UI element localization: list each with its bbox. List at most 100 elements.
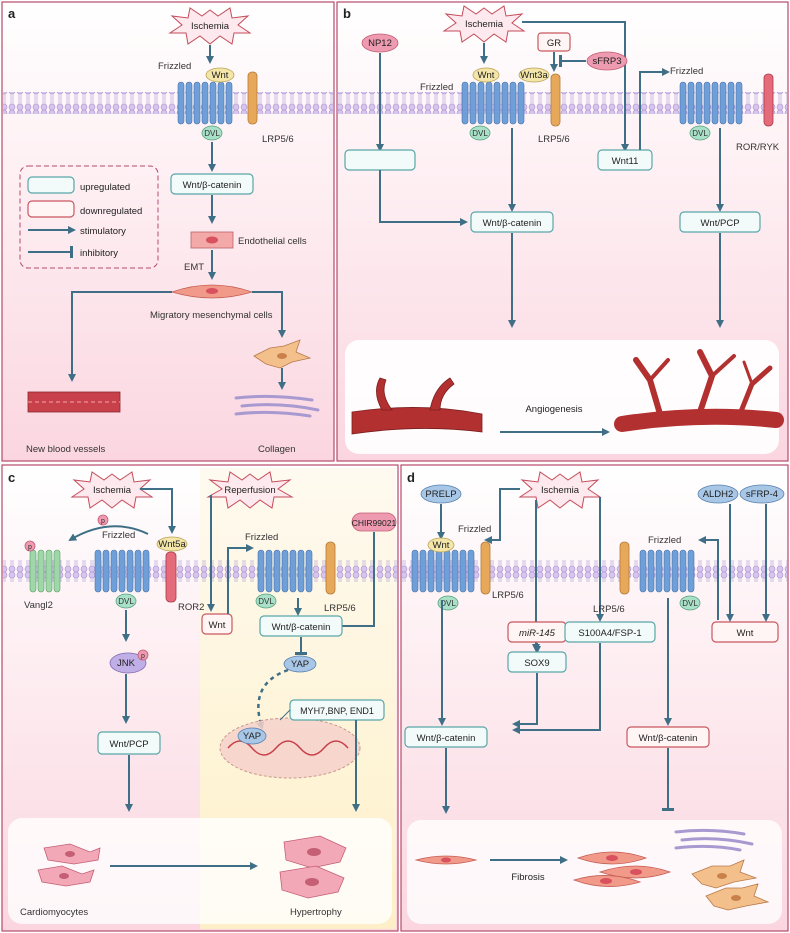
panel-a-letter: a (8, 6, 16, 21)
reperfusion-burst (206, 471, 294, 509)
ror-ryk-label: ROR/RYK (736, 142, 780, 153)
dvl-label-a: DVL (204, 129, 220, 138)
wnt11-box (597, 149, 653, 171)
myofibroblast-cluster-icon (572, 851, 672, 887)
frizzled-label-c2: Frizzled (245, 532, 278, 543)
chir99021-badge (351, 512, 397, 532)
lrp-label-d1: LRP5/6 (492, 590, 524, 601)
arrow-c-ischemia (140, 488, 176, 534)
vessels-label: New blood vessels (26, 444, 105, 455)
hypertrophy-label: Hypertrophy (290, 907, 342, 918)
lrp-coreceptor-a (247, 71, 258, 125)
np12-badge (361, 33, 399, 53)
phospho-label-c3: p (141, 653, 145, 660)
phospho-label-c1: p (101, 518, 105, 525)
ischemia-burst-b (442, 5, 526, 43)
aldh2-badge (697, 484, 739, 504)
yap-label-cytoplasm: YAP (291, 659, 309, 670)
dvl-label-c1: DVL (118, 597, 134, 606)
dvl-b1 (469, 125, 491, 141)
gr-box (537, 32, 571, 52)
dvl-c1 (115, 593, 137, 609)
arrow-d-wnt-fz (698, 536, 719, 620)
dvl-label-b1: DVL (472, 129, 488, 138)
arrow-c-phos (68, 525, 149, 542)
wnt-betacatenin-box-d1 (404, 726, 488, 748)
endothelial-nucleus (206, 236, 218, 244)
legend-up-swatch (27, 176, 75, 194)
fibroblast-icons-d (691, 859, 770, 911)
frizzled-label-d1: Frizzled (458, 524, 491, 535)
wnt-box-d (711, 621, 779, 643)
sfrp4-label: sFRP-4 (746, 489, 778, 500)
frizzled-label-c1: Frizzled (102, 530, 135, 541)
wnt-ligand-b (472, 67, 500, 83)
jnk-label: JNK (117, 658, 136, 669)
frizzled-receptor-a (177, 81, 233, 125)
ischemia-label-d: Ischemia (541, 485, 580, 496)
mesenchymal-nucleus (206, 288, 218, 294)
wnt-label-b: Wnt (478, 70, 495, 81)
arrow-b-wnt11 (522, 21, 629, 152)
wnt-betacatenin-box-b (470, 211, 554, 233)
reperfusion-label: Reperfusion (224, 485, 275, 496)
emt-label: EMT (184, 262, 204, 273)
wnt5a-label: Wnt5a (158, 539, 186, 550)
np12-label: NP12 (368, 38, 392, 49)
collagen-label: Collagen (258, 444, 296, 455)
lrp-coreceptor-b (550, 73, 561, 127)
frizzled-receptor-c2 (257, 549, 313, 593)
lrp-coreceptor-c (325, 541, 336, 595)
blood-vessel-icon (27, 391, 121, 413)
wnt-betacatenin-label-d1: Wnt/β-catenin (417, 733, 476, 744)
membrane-c (3, 560, 397, 582)
prelp-label: PRELP (425, 489, 456, 500)
frizzled-label-d2: Frizzled (648, 535, 681, 546)
wnt-betacatenin-label-b: Wnt/β-catenin (483, 218, 542, 229)
lrp-coreceptor-d2 (619, 541, 630, 595)
lrp-label-c: LRP5/6 (324, 603, 356, 614)
lrp-label-b: LRP5/6 (538, 134, 570, 145)
wnt-pcp-box-b (679, 211, 761, 233)
dna-strand-c (227, 740, 349, 756)
gr-label: GR (547, 38, 561, 49)
sfrp3-badge (586, 51, 628, 71)
cardiomyocytes-icon (37, 843, 101, 887)
mir145-label: miR-145 (519, 628, 556, 639)
jnk-badge (109, 652, 147, 674)
legend-down-swatch (27, 200, 75, 218)
wnt-pcp-box-c (97, 731, 161, 755)
frizzled-receptor-b2 (679, 81, 743, 125)
sox9-box (507, 651, 567, 673)
dvl-b2 (689, 125, 711, 141)
vessel-branching-icon-right (614, 349, 784, 432)
ischemia-label-c: Ischemia (93, 485, 132, 496)
wnt-ligand-a (205, 67, 235, 83)
arrow-d-s100-bc (512, 643, 601, 734)
genes-connector (279, 709, 291, 721)
wnt-pcp-label-b: Wnt/PCP (700, 218, 739, 229)
mesenchymal-label: Migratory mesenchymal cells (150, 310, 273, 321)
vangl2-label: Vangl2 (24, 600, 53, 611)
wnt3a-label: Wnt3a (520, 70, 548, 81)
wnt-label-d: Wnt (433, 540, 450, 551)
wnt-betacatenin-box-a (170, 173, 254, 195)
phospho-badge-c2 (24, 540, 36, 552)
ischemia-burst-a (168, 7, 252, 45)
wnt-label-a: Wnt (212, 70, 229, 81)
phospho-badge-c3 (137, 649, 149, 661)
ischemia-burst-c (70, 471, 154, 509)
frizzled-receptor-d2 (639, 549, 695, 593)
lrp-label-d2: LRP5/6 (593, 604, 625, 615)
hypertrophy-cells-icon (279, 835, 347, 899)
frizzled-receptor-b1 (461, 81, 525, 125)
dvl-label-d1: DVL (440, 599, 456, 608)
wnt11-label: Wnt11 (612, 156, 639, 167)
frizzled-label-b2: Frizzled (670, 66, 703, 77)
membrane-a (3, 92, 333, 114)
dvl-label-d2: DVL (682, 599, 698, 608)
wnt-ligand-d (427, 537, 455, 553)
dvl-label-b2: DVL (692, 129, 708, 138)
fibroblast-nucleus-d1 (441, 857, 451, 863)
cardiomyocytes-label: Cardiomyocytes (20, 907, 88, 918)
